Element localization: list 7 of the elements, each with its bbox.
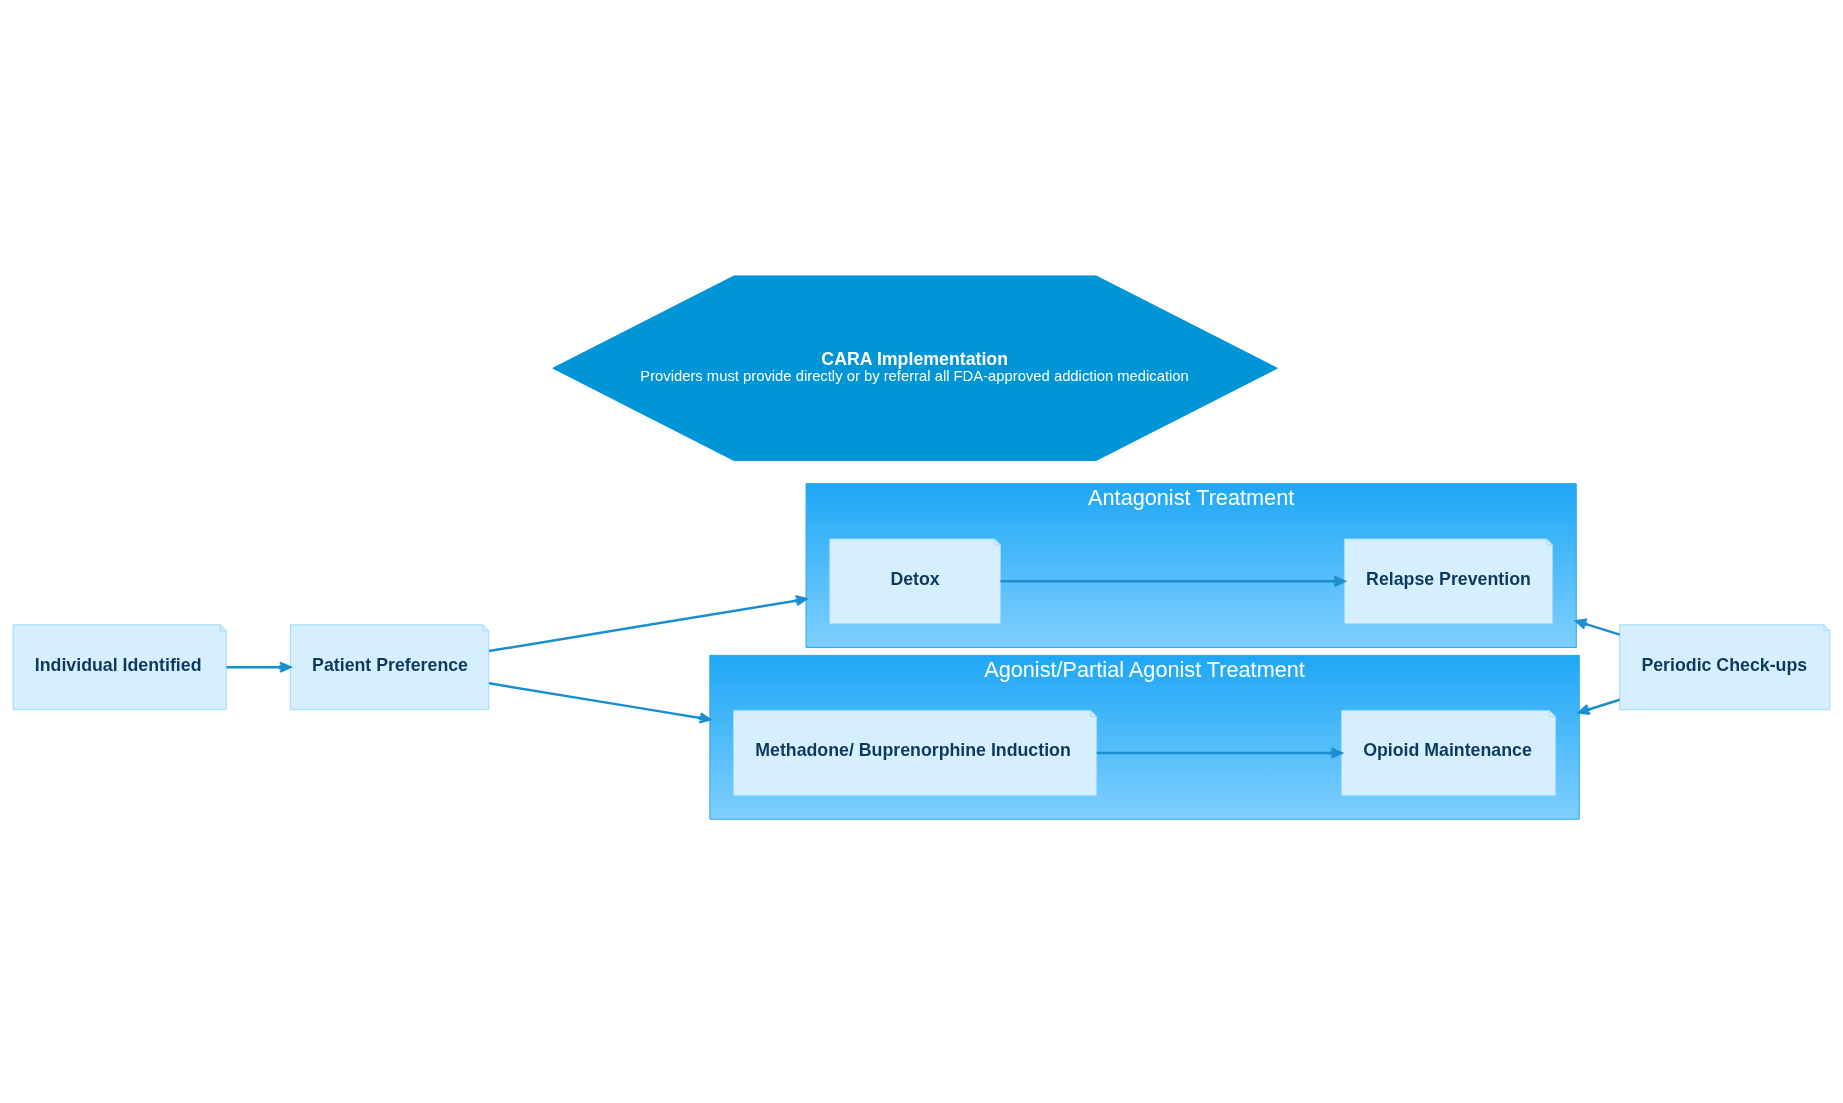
arrow xyxy=(488,682,712,724)
arrow xyxy=(1575,618,1621,636)
arrow xyxy=(1096,747,1343,759)
arrow xyxy=(226,661,292,673)
arrow xyxy=(1578,698,1621,715)
arrow xyxy=(488,595,808,653)
arrow xyxy=(1000,575,1346,588)
